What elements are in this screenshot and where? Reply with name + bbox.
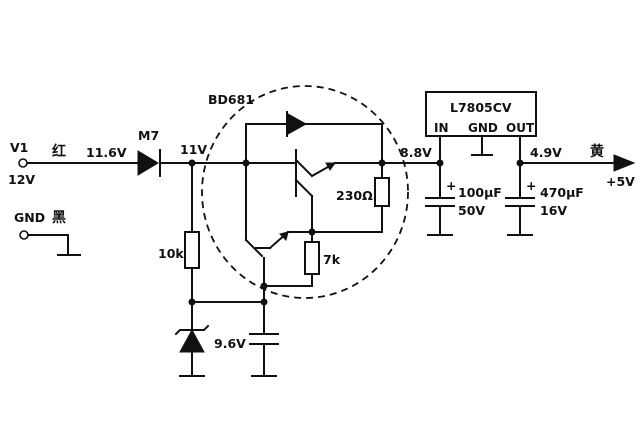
resistor-7k-label: 7k (323, 252, 341, 267)
regulator-in-pin-label: IN (434, 121, 449, 135)
regulator-gnd-pin-label: GND (468, 121, 498, 135)
base-node-wiring (191, 257, 268, 335)
output-terminal: 黄 +5V (590, 143, 636, 189)
darlington-label: BD681 (208, 92, 254, 107)
input-cap-plus: + (446, 178, 456, 193)
gnd-input-terminal: GND 黑 (14, 210, 81, 256)
resistor-10k-label: 10k (158, 246, 184, 261)
input-wire-color-label: 红 (52, 143, 66, 160)
output-capacitor: + 470μF 16V (505, 162, 584, 236)
regulator-name-label: L7805CV (450, 100, 512, 115)
gnd-label: GND (14, 210, 45, 225)
gnd-wire-color-label: 黑 (52, 210, 66, 226)
output-arrow-icon (613, 154, 636, 172)
output-voltage-label: +5V (606, 174, 635, 189)
zener-voltage-label: 9.6V (214, 336, 246, 351)
regulator-out-pin-label: OUT (506, 121, 535, 135)
output-wire-color-label: 黄 (590, 143, 604, 160)
voltage-after-diode-label: 11V (180, 142, 207, 157)
input-cap-value-label: 100μF (458, 185, 502, 200)
v1-label: V1 (10, 140, 28, 155)
base-capacitor (249, 333, 279, 377)
diode-m7: M7 11.6V (86, 128, 161, 177)
zener-diode: 9.6V (174, 301, 246, 377)
output-cap-voltage-label: 16V (540, 203, 567, 218)
regulator-input-voltage-label: 8.8V (400, 145, 432, 160)
diode-m7-label: M7 (138, 128, 159, 143)
input-capacitor: + 100μF 50V (425, 162, 502, 236)
output-cap-value-label: 470μF (540, 185, 584, 200)
v1-input-terminal: V1 12V 红 (8, 140, 66, 187)
resistor-230-label: 230Ω (336, 188, 373, 203)
v1-voltage-label: 12V (8, 172, 35, 187)
node-11v-branch: 11V (180, 142, 207, 233)
voltage-before-diode-label: 11.6V (86, 145, 127, 160)
input-cap-voltage-label: 50V (458, 203, 485, 218)
regulator-l7805cv: L7805CV IN GND OUT 8.8V 4.9V (400, 91, 562, 167)
regulator-output-voltage-label: 4.9V (530, 145, 562, 160)
output-cap-plus: + (526, 178, 536, 193)
resistor-10k: 10k (158, 231, 200, 306)
darlington-bd681: BD681 7k (201, 85, 409, 299)
